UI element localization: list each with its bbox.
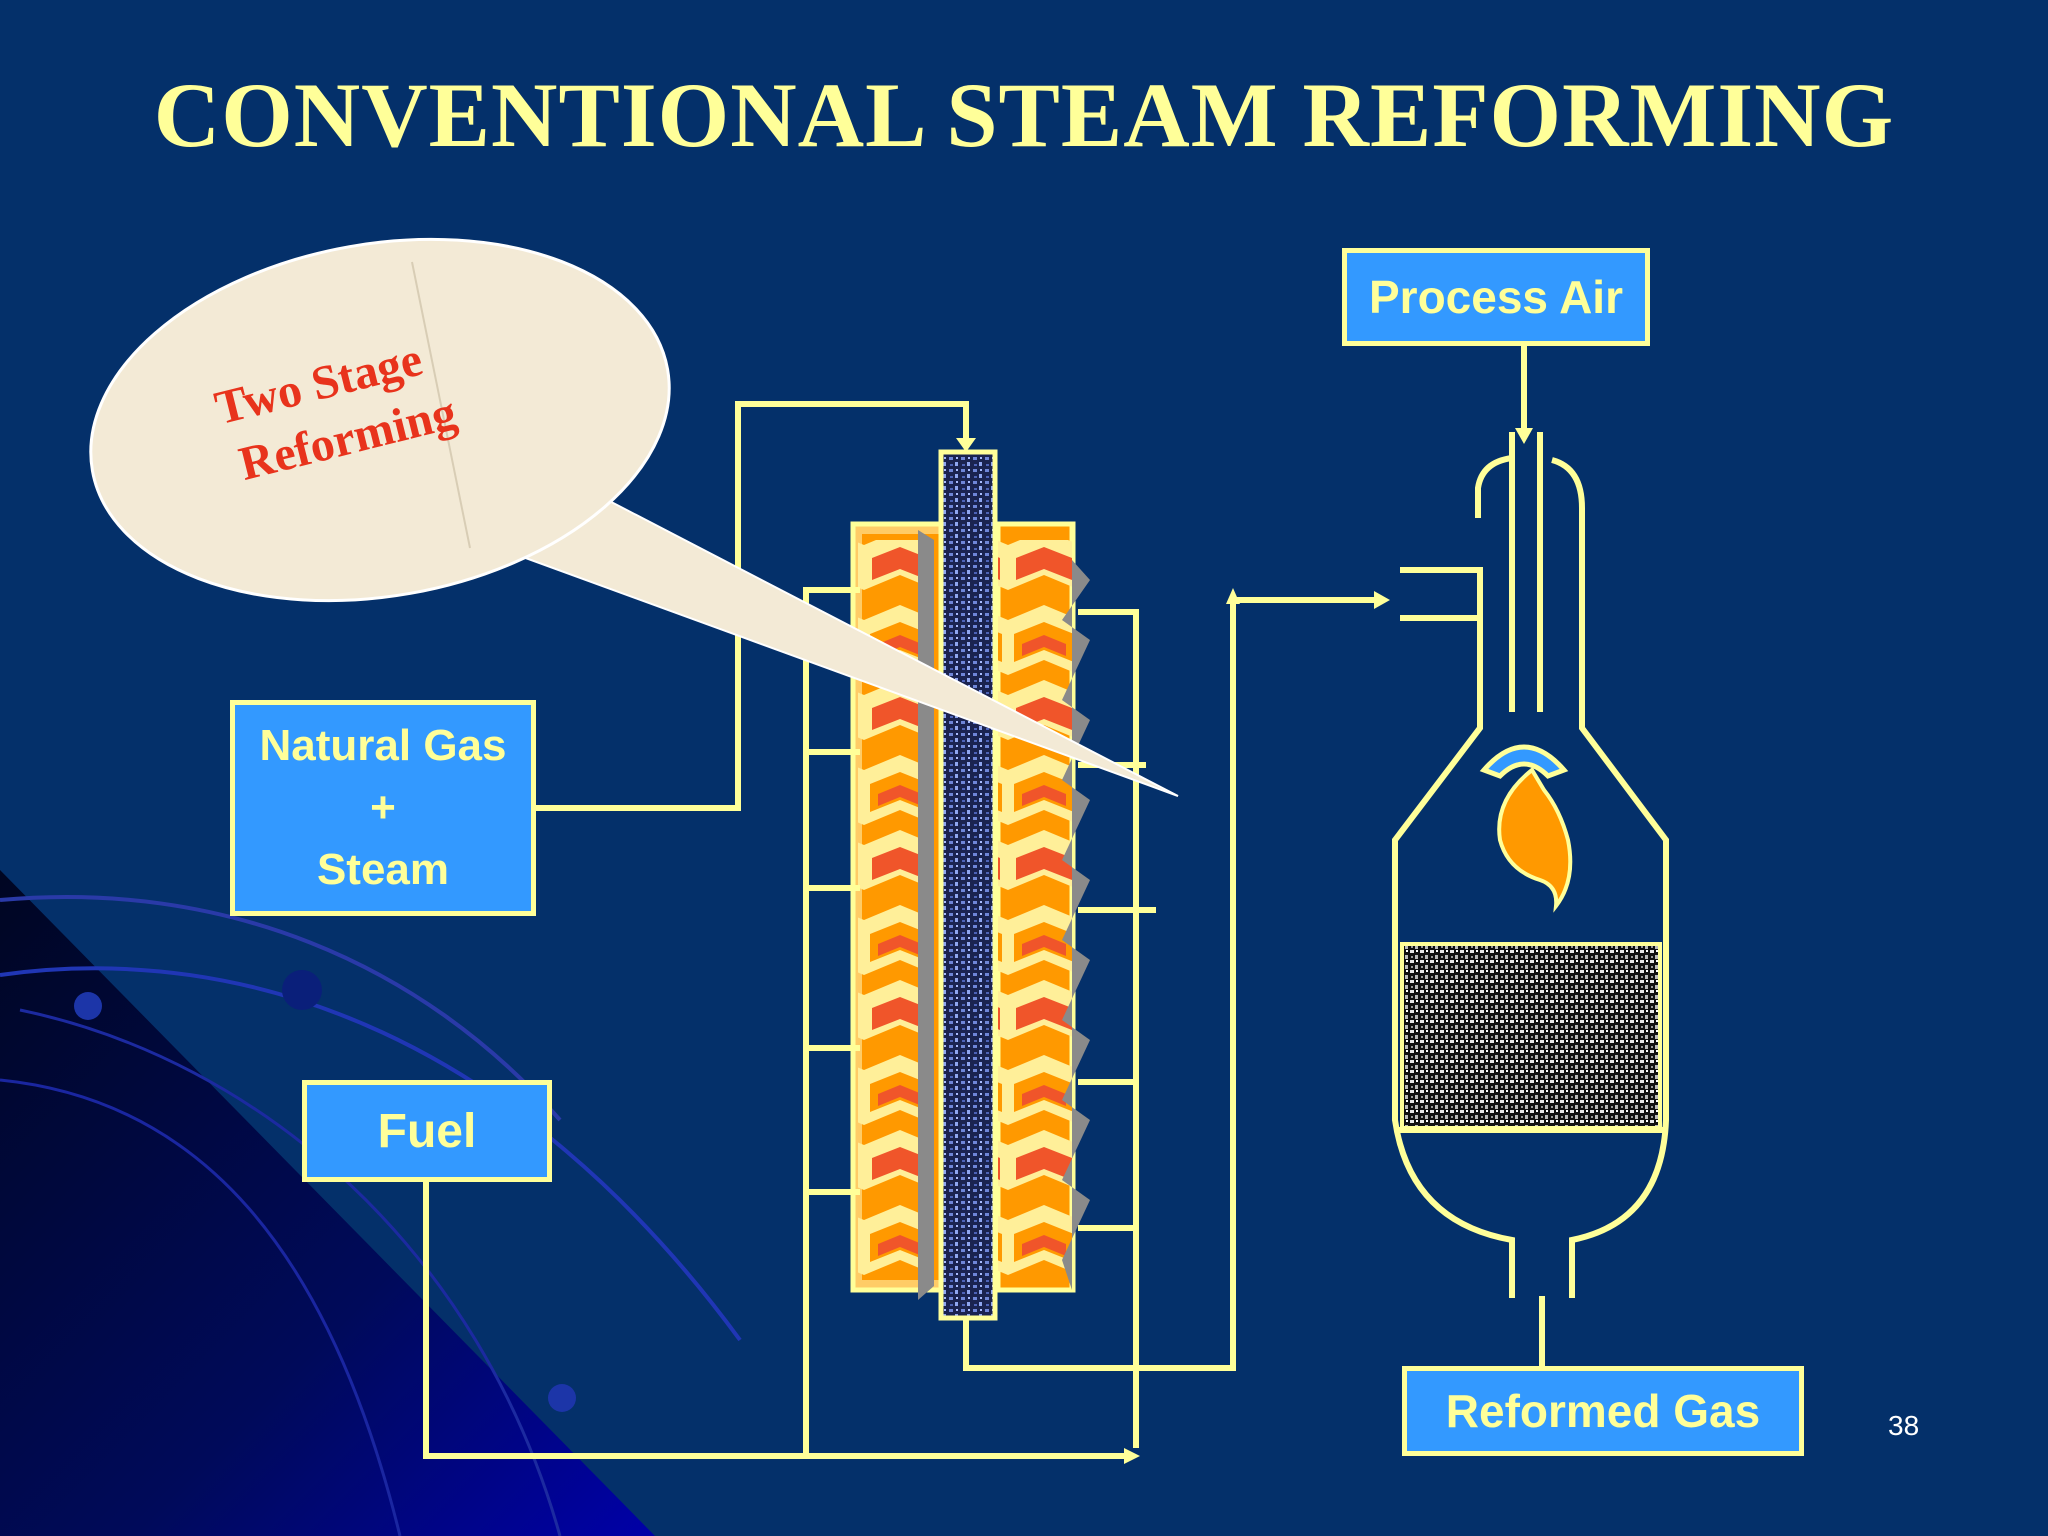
- steam-label: Steam: [316, 845, 450, 894]
- corner-decoration: [0, 870, 742, 1536]
- natural-gas-steam-box: Natural Gas + Steam: [230, 700, 536, 916]
- reformed-gas-box: Reformed Gas: [1402, 1366, 1804, 1456]
- reformer-tube: [938, 449, 998, 1321]
- page-number: 38: [1888, 1410, 1920, 1441]
- process-air-box: Process Air: [1342, 248, 1650, 346]
- callout-bubble: [89, 237, 1179, 797]
- process-air-label: Process Air: [1369, 271, 1623, 323]
- slide-title: CONVENTIONAL STEAM REFORMING: [153, 64, 1895, 166]
- furnace-right-section: [995, 521, 1090, 1293]
- burner-flame: [1479, 744, 1573, 913]
- fuel-box: Fuel: [302, 1080, 552, 1182]
- pipes: [423, 342, 1545, 1459]
- arrowheads: [956, 428, 1533, 1464]
- plus-label: +: [370, 783, 396, 832]
- fuel-label: Fuel: [377, 1104, 477, 1158]
- catalyst-bed: [1400, 942, 1662, 1130]
- reformed-gas-label: Reformed Gas: [1445, 1385, 1761, 1437]
- natural-gas-label: Natural Gas: [259, 721, 507, 770]
